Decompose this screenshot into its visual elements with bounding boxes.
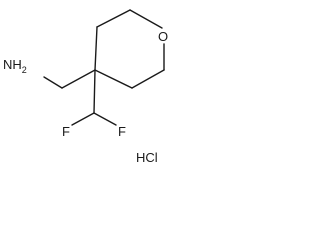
amine-group-label: NH2 [3, 57, 27, 75]
amine-subscript: 2 [22, 65, 27, 75]
fluorine-right-label: F [118, 124, 126, 139]
bond-ch2-nitrogen [43, 76, 63, 89]
oxygen-atom-label: O [158, 29, 168, 44]
bond-cupper-oxygen [129, 9, 163, 29]
amine-label: NH [3, 57, 22, 72]
bonds [43, 9, 165, 126]
chemical-structure: O NH2 F F HCl [3, 9, 168, 165]
bond-c4-cf2 [93, 69, 96, 114]
bond-cf2-fluorine-right [93, 112, 117, 126]
fluorine-left-label: F [62, 124, 70, 139]
bond-c4-ch2 [61, 69, 96, 89]
bond-ctop-cupper [96, 9, 131, 28]
bond-cright-clower [131, 69, 165, 89]
bond-c4-ctop [94, 26, 98, 71]
bond-cf2-fluorine-left [71, 112, 95, 126]
hcl-salt-label: HCl [136, 150, 158, 165]
bond-clower-c4 [94, 69, 133, 89]
